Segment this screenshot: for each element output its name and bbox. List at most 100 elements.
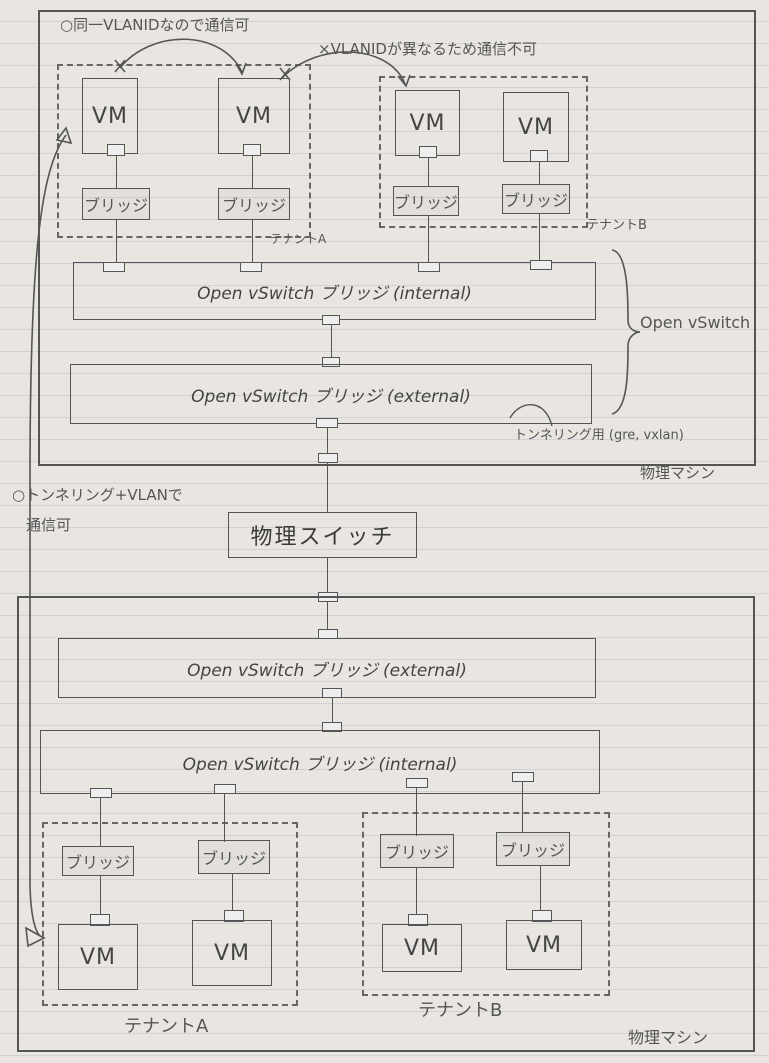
ovs-port [530,260,552,270]
tenant-b-region-top [379,76,588,228]
link [252,220,253,262]
vm-label: VM [517,114,555,140]
bridge-label: ブリッジ [500,841,565,860]
ovs-port [214,784,236,794]
bridge-bottom-4: ブリッジ [496,832,570,866]
vm-label: VM [525,932,563,958]
bridge-bottom-1: ブリッジ [62,846,134,876]
ovs-port [418,262,440,272]
vm-label: VM [91,103,129,129]
link [116,220,117,262]
ovs-bridge-internal-bottom: Open vSwitch ブリッジ (internal) [40,730,600,794]
vm-bottom-4: VM [506,920,582,970]
ovs-port [406,778,428,788]
ovs-port [322,357,340,367]
tenant-a-region-bottom [42,822,298,1006]
ovs-port [512,772,534,782]
vm-port [419,146,437,158]
switch-port [318,453,338,463]
ovs-external-label: Open vSwitch ブリッジ (external) [191,386,471,407]
vm-bottom-2: VM [192,920,272,986]
link [416,868,417,916]
link [100,798,101,846]
vm-port [224,910,244,922]
vm-port [90,914,110,926]
link [428,158,429,186]
link [232,874,233,912]
vm-port [243,144,261,156]
link [327,428,328,512]
link [416,788,417,836]
vm-top-2: VM [218,78,290,154]
ovs-internal-label: Open vSwitch ブリッジ (internal) [197,283,472,304]
link [252,156,253,188]
note-tunnel-vlan-line1: ○トンネリング+VLANで [12,486,183,504]
link [539,214,540,260]
link [332,698,333,732]
tenant-a-region-top [57,64,311,238]
ovs-port [322,315,340,325]
physical-switch: 物理スイッチ [228,512,417,558]
ovs-port [322,722,342,732]
tenant-a-label-top: テナントA [270,232,327,246]
bridge-label: ブリッジ [65,853,130,872]
bridge-top-2: ブリッジ [218,188,290,220]
link [224,794,225,842]
bridge-label: ブリッジ [503,191,568,210]
link [540,866,541,912]
physical-switch-label: 物理スイッチ [250,525,395,550]
ovs-bridge-internal-top: Open vSwitch ブリッジ (internal) [73,262,596,320]
vm-bottom-1: VM [58,924,138,990]
ovs-group-label: Open vSwitch [640,313,751,332]
link [522,782,523,832]
bridge-label: ブリッジ [221,196,286,215]
physical-machine-label-bottom: 物理マシン [628,1028,709,1047]
ovs-internal-label: Open vSwitch ブリッジ (internal) [182,754,458,775]
tunnel-label: トンネリング用 (gre, vxlan) [514,428,684,443]
ovs-port [322,688,342,698]
bridge-label: ブリッジ [83,196,148,215]
bridge-label: ブリッジ [394,193,459,212]
ovs-port [240,262,262,272]
link [539,162,540,184]
vm-port [530,150,548,162]
ovs-port [316,418,338,428]
link [100,876,101,916]
physical-machine-bottom [17,596,755,1052]
link [116,156,117,188]
tenant-a-label-bottom: テナントA [124,1016,209,1037]
bridge-label: ブリッジ [201,849,266,868]
link [428,216,429,262]
ovs-external-label: Open vSwitch ブリッジ (external) [187,660,467,681]
physical-machine-label-top: 物理マシン [640,464,716,482]
note-tunnel-vlan-line2: 通信可 [26,516,72,534]
vm-port [532,910,552,922]
vm-label: VM [213,940,251,966]
tenant-b-label-bottom: テナントB [418,1000,503,1021]
bridge-top-1: ブリッジ [82,188,150,220]
vm-top-3: VM [395,90,460,156]
vm-label: VM [409,110,446,136]
note-same-vlan: ○同一VLANIDなので通信可 [60,16,250,34]
vm-label: VM [403,935,441,961]
tenant-b-region-bottom [362,812,610,996]
note-different-vlan: ×VLANIDが異なるため通信不可 [318,40,537,58]
vm-top-4: VM [503,92,569,162]
vm-label: VM [79,944,117,970]
ovs-port [90,788,112,798]
vm-top-1: VM [82,78,138,154]
link [331,325,332,365]
vm-port [408,914,428,926]
vm-bottom-3: VM [382,924,462,972]
vm-port [107,144,125,156]
bridge-top-3: ブリッジ [393,186,459,216]
bridge-top-4: ブリッジ [502,184,570,214]
ovs-bridge-external-top: Open vSwitch ブリッジ (external) [70,364,592,424]
bridge-label: ブリッジ [384,843,449,862]
tenant-b-label-top: テナントB [586,218,647,233]
vm-label: VM [235,103,273,129]
bridge-bottom-3: ブリッジ [380,834,454,868]
ovs-port [103,262,125,272]
